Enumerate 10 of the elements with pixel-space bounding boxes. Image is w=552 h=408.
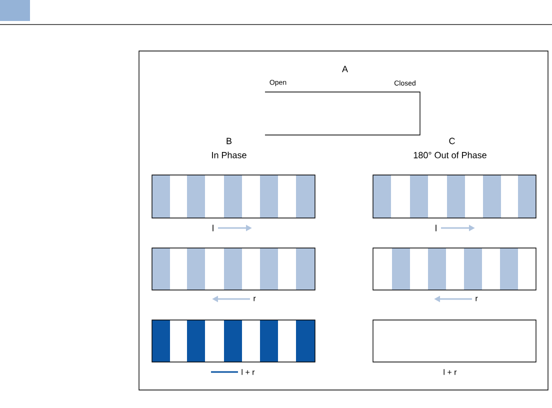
panel-letter: C (449, 138, 455, 144)
signal-label: l (212, 224, 214, 232)
panel-letter: B (226, 138, 232, 144)
signal-label: r (254, 296, 256, 302)
signal-label: l + r (242, 369, 255, 375)
signal-label: l + r (444, 369, 457, 375)
panel-letter: A (342, 66, 348, 72)
signal-label: r (476, 296, 478, 302)
panel-title: 180° Out of Phase (414, 152, 486, 158)
panel-title: In Phase (212, 152, 246, 158)
